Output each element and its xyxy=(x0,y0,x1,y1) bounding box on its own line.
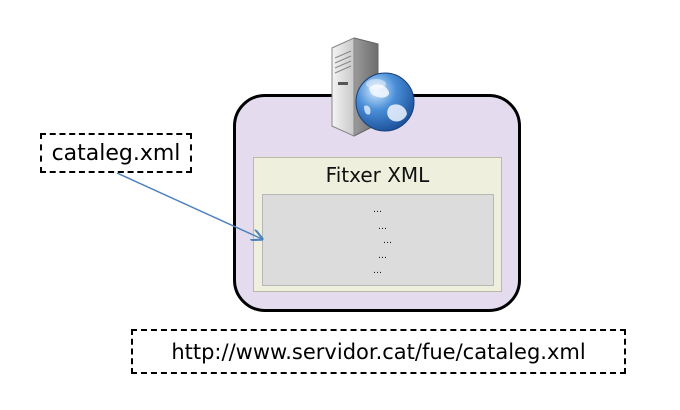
globe-icon xyxy=(355,72,415,132)
file-url-text: http://www.servidor.cat/fue/cataleg.xml xyxy=(171,339,586,364)
xml-file-panel: Fitxer XML … … … … … xyxy=(253,157,502,292)
xml-content-line: … xyxy=(378,222,387,232)
xml-content-line: … xyxy=(383,236,392,246)
server-icon xyxy=(331,37,415,137)
xml-content-area: … … … … … xyxy=(262,194,494,286)
xml-content-line: … xyxy=(378,251,387,261)
xml-content-line: … xyxy=(373,205,382,215)
xml-content-line: … xyxy=(373,266,382,276)
file-name-text: cataleg.xml xyxy=(51,140,181,166)
file-url-label: http://www.servidor.cat/fue/cataleg.xml xyxy=(131,329,626,374)
file-name-label: cataleg.xml xyxy=(40,133,192,173)
xml-file-title: Fitxer XML xyxy=(325,163,430,187)
